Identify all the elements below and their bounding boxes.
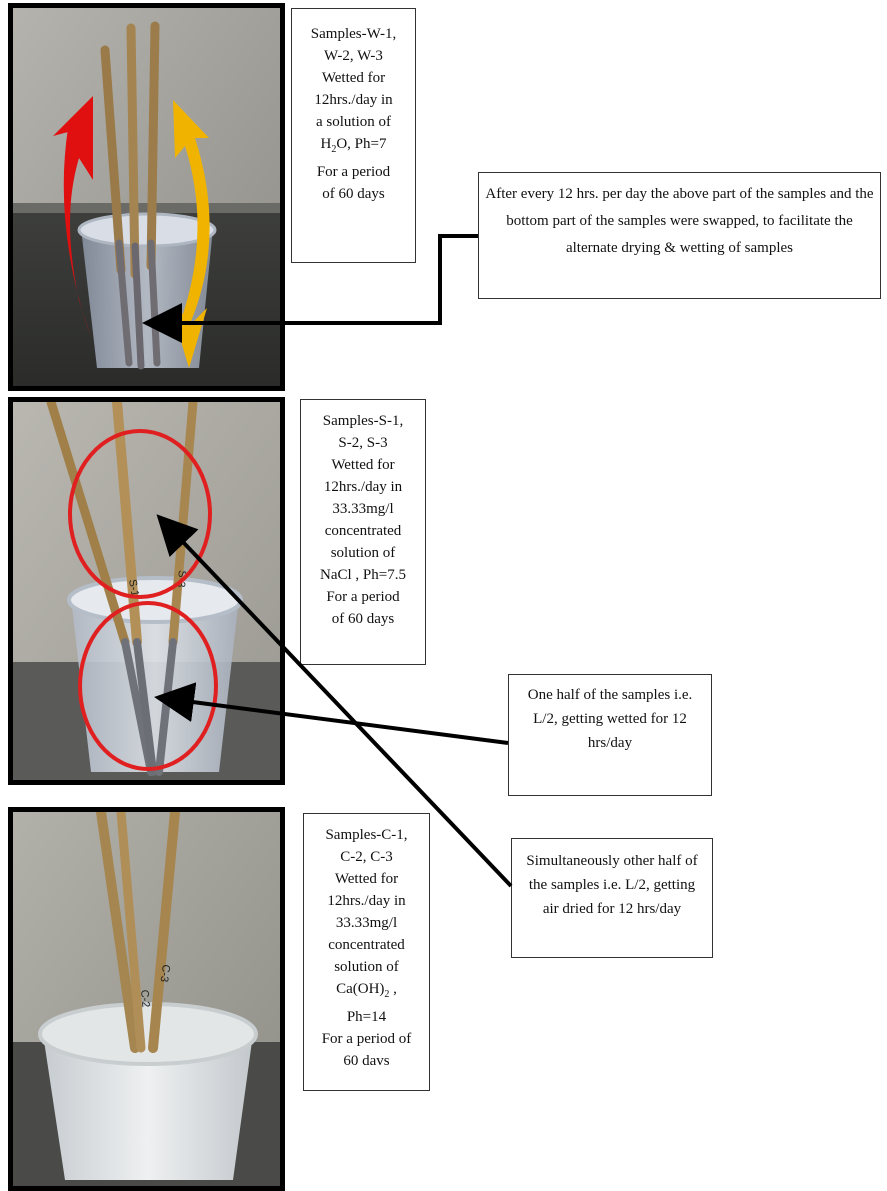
- callout-swap-note: After every 12 hrs. per day the above pa…: [478, 172, 881, 299]
- highlight-circle-lower: [78, 601, 218, 771]
- callout-wet-half: One half of the samples i.e. L/2, gettin…: [508, 674, 712, 796]
- callout-dry-half: Simultaneously other half of the samples…: [511, 838, 713, 958]
- label-caoh2-samples: Samples-C-1, C-2, C-3 Wetted for 12hrs./…: [303, 813, 430, 1091]
- pointer-arrow-wet: [154, 682, 509, 745]
- swap-arrow-left-icon: [53, 96, 93, 338]
- label-nacl-samples: Samples-S-1, S-2, S-3 Wetted for 12hrs./…: [300, 399, 426, 665]
- photo-water-samples: [13, 8, 280, 386]
- label-water-samples: Samples-W-1, W-2, W-3 Wetted for 12hrs./…: [291, 8, 416, 263]
- swap-arrow-right-icon: [171, 100, 210, 368]
- highlight-circle-upper: [68, 429, 212, 599]
- stick-mark-c2: C-2: [138, 989, 151, 1008]
- photo-nacl-samples: S-1 S-3: [13, 402, 280, 780]
- photo-caoh2-samples: C-2 C-3: [13, 812, 280, 1186]
- stick-mark-c3: C-3: [158, 964, 172, 983]
- stick-mark-s1: S-1: [126, 578, 141, 597]
- pointer-arrow-dry: [156, 514, 513, 888]
- pointer-arrow-swap: [142, 234, 478, 343]
